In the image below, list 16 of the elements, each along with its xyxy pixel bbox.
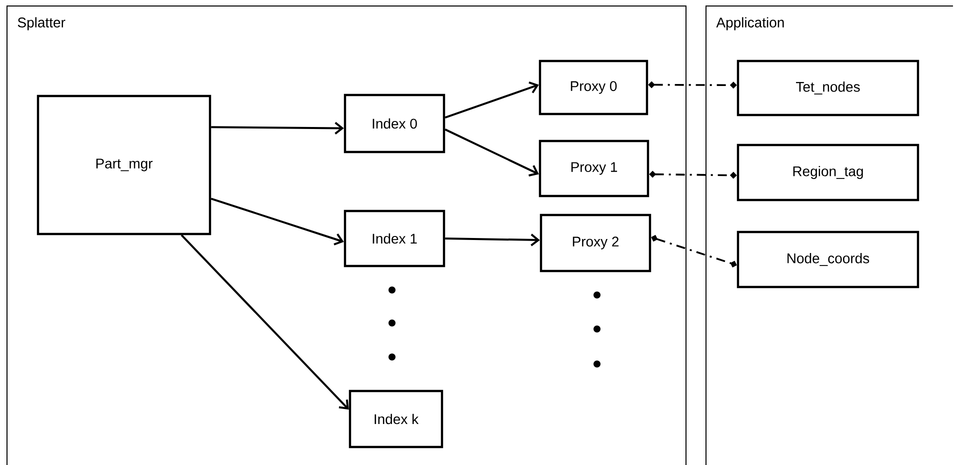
arrow: [210, 198, 344, 246]
box: Part_mgr: [36, 94, 212, 236]
box: Index k: [348, 390, 444, 448]
box: Proxy 0: [538, 60, 648, 116]
box: Region_tag: [736, 144, 920, 202]
arrow: [180, 234, 349, 410]
box: Proxy 1: [538, 140, 650, 198]
arrow: [444, 128, 539, 176]
arrow: [445, 234, 540, 246]
box: Proxy 2: [540, 214, 652, 272]
box: Index 1: [344, 210, 446, 268]
arrow: [211, 122, 344, 134]
arrow: [444, 81, 539, 119]
box: Node_coords: [736, 230, 920, 288]
box: Tet_nodes: [736, 60, 920, 116]
box: Index 0: [344, 94, 446, 154]
